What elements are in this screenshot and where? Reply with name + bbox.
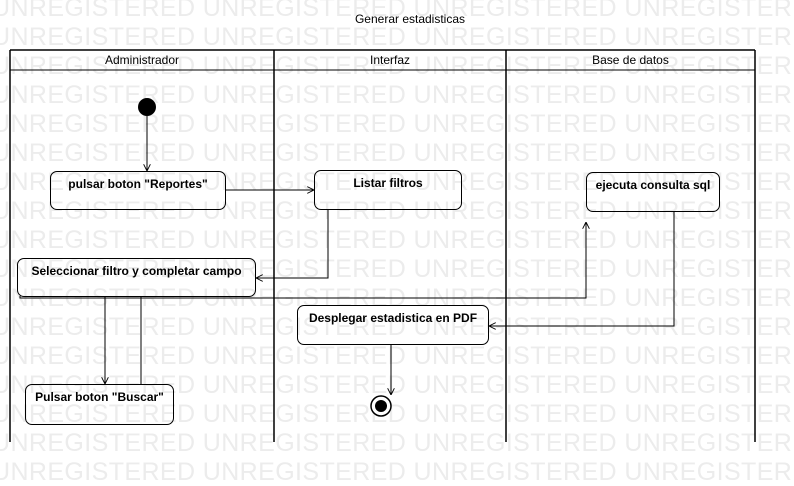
lane-base-de-datos: Base de datos [592, 53, 669, 67]
action-label: Seleccionar filtro y completar campo [31, 264, 242, 278]
action-listar-filtros: Listar filtros [314, 170, 462, 210]
action-label: Pulsar boton "Buscar" [35, 390, 164, 404]
flow-consulta-to-desplegar [489, 212, 675, 326]
action-label: Listar filtros [353, 176, 423, 190]
swimlane-frame [9, 49, 756, 442]
action-pulsar-buscar: Pulsar boton "Buscar" [25, 384, 174, 425]
flow-listar-to-seleccionar [256, 210, 329, 278]
action-ejecuta-consulta: ejecuta consulta sql [586, 172, 720, 212]
action-desplegar-pdf: Desplegar estadistica en PDF [297, 305, 489, 345]
action-label: Desplegar estadistica en PDF [308, 311, 478, 325]
action-label: ejecuta consulta sql [595, 178, 711, 192]
lane-administrador: Administrador [104, 53, 180, 67]
action-label: pulsar boton "Reportes" [68, 177, 208, 191]
lane-interfaz: Interfaz [369, 53, 411, 67]
flow-seleccionar-to-consulta [19, 222, 586, 299]
initial-node [138, 98, 156, 116]
diagram-title: Generar estadisticas [354, 12, 466, 26]
final-node [370, 395, 392, 417]
action-seleccionar-filtro: Seleccionar filtro y completar campo [17, 258, 256, 297]
action-pulsar-reportes: pulsar boton "Reportes" [50, 171, 226, 210]
